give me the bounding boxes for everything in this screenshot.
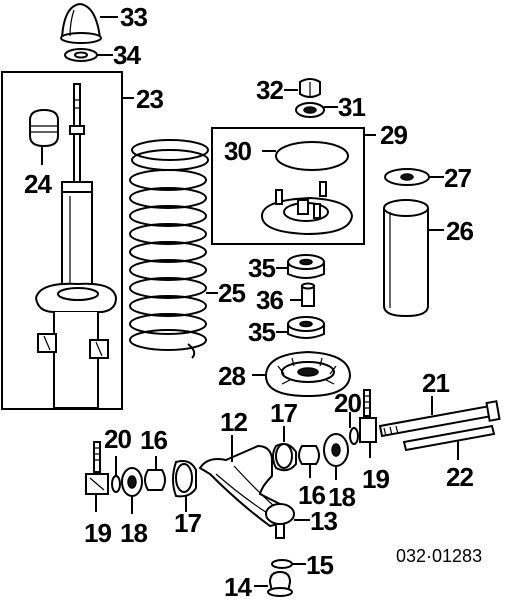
callout-34: 34 <box>113 40 141 70</box>
callout-29: 29 <box>380 120 407 150</box>
callout-18-left: 18 <box>120 518 147 548</box>
callout-21: 21 <box>422 368 449 398</box>
diagram-code: 032·01283 <box>396 546 482 566</box>
part-16-collar-left <box>144 469 166 491</box>
part-24-bump-stop <box>29 108 59 148</box>
callout-28: 28 <box>218 361 245 391</box>
part-19-bolt-left <box>85 441 109 495</box>
part-18-bushing-left <box>121 467 143 497</box>
part-21-bolt <box>378 400 501 438</box>
part-35-bushing-upper <box>287 254 325 279</box>
part-25-coil-spring <box>129 139 209 359</box>
callout-24: 24 <box>24 169 52 199</box>
part-23-shock-box <box>1 71 123 410</box>
callout-23: 23 <box>136 84 163 114</box>
callout-22: 22 <box>446 462 473 492</box>
callout-16-left: 16 <box>140 425 167 455</box>
callout-16-right: 16 <box>298 480 325 510</box>
part-36-collar <box>301 282 315 307</box>
part-19-bolt-right <box>359 389 377 443</box>
part-14-boot <box>267 570 293 597</box>
callout-30: 30 <box>224 136 251 166</box>
part-34-washer <box>64 48 98 62</box>
callout-19-right: 19 <box>362 464 389 494</box>
callout-35-lower: 35 <box>248 317 275 347</box>
callout-32: 32 <box>256 75 283 105</box>
part-30-o-ring <box>275 141 349 171</box>
part-29-mount-box <box>211 127 365 245</box>
shock-absorber <box>34 83 118 409</box>
callout-17-left: 17 <box>174 508 201 538</box>
part-12-control-arm <box>198 444 292 528</box>
callout-33: 33 <box>120 2 147 32</box>
callout-35-upper: 35 <box>248 253 275 283</box>
part-27-washer <box>384 168 430 186</box>
part-31-washer <box>295 102 325 118</box>
callout-25: 25 <box>218 278 245 308</box>
part-26-dust-boot <box>383 199 429 318</box>
callout-14: 14 <box>224 572 252 600</box>
callout-36: 36 <box>256 285 283 315</box>
part-15-clip <box>271 559 293 569</box>
callout-26: 26 <box>446 216 473 246</box>
part-20-washer-left <box>111 475 121 493</box>
callout-17-right: 17 <box>270 398 297 428</box>
callout-13: 13 <box>310 506 337 536</box>
part-35-bushing-lower <box>287 316 325 339</box>
callout-31: 31 <box>338 92 365 122</box>
part-18-bushing-right <box>323 433 349 467</box>
part-28-spring-seat <box>264 350 352 398</box>
part-33-dust-cap <box>60 2 102 44</box>
callout-19-left: 19 <box>84 518 111 548</box>
part-17-bushing-right <box>272 443 297 472</box>
callout-12: 12 <box>220 407 247 437</box>
callout-15: 15 <box>306 550 333 580</box>
part-32-nut <box>299 78 321 98</box>
callout-20-right: 20 <box>334 388 361 418</box>
part-20-washer-right <box>349 427 359 445</box>
upper-mount <box>260 181 354 236</box>
callout-20-left: 20 <box>104 424 131 454</box>
part-16-collar-right <box>298 445 320 465</box>
callout-18-right: 18 <box>328 482 355 512</box>
part-13-ball-joint <box>265 503 295 539</box>
part-22-bolt <box>402 424 496 452</box>
part-17-bushing-left <box>172 460 197 498</box>
callout-27: 27 <box>444 163 471 193</box>
